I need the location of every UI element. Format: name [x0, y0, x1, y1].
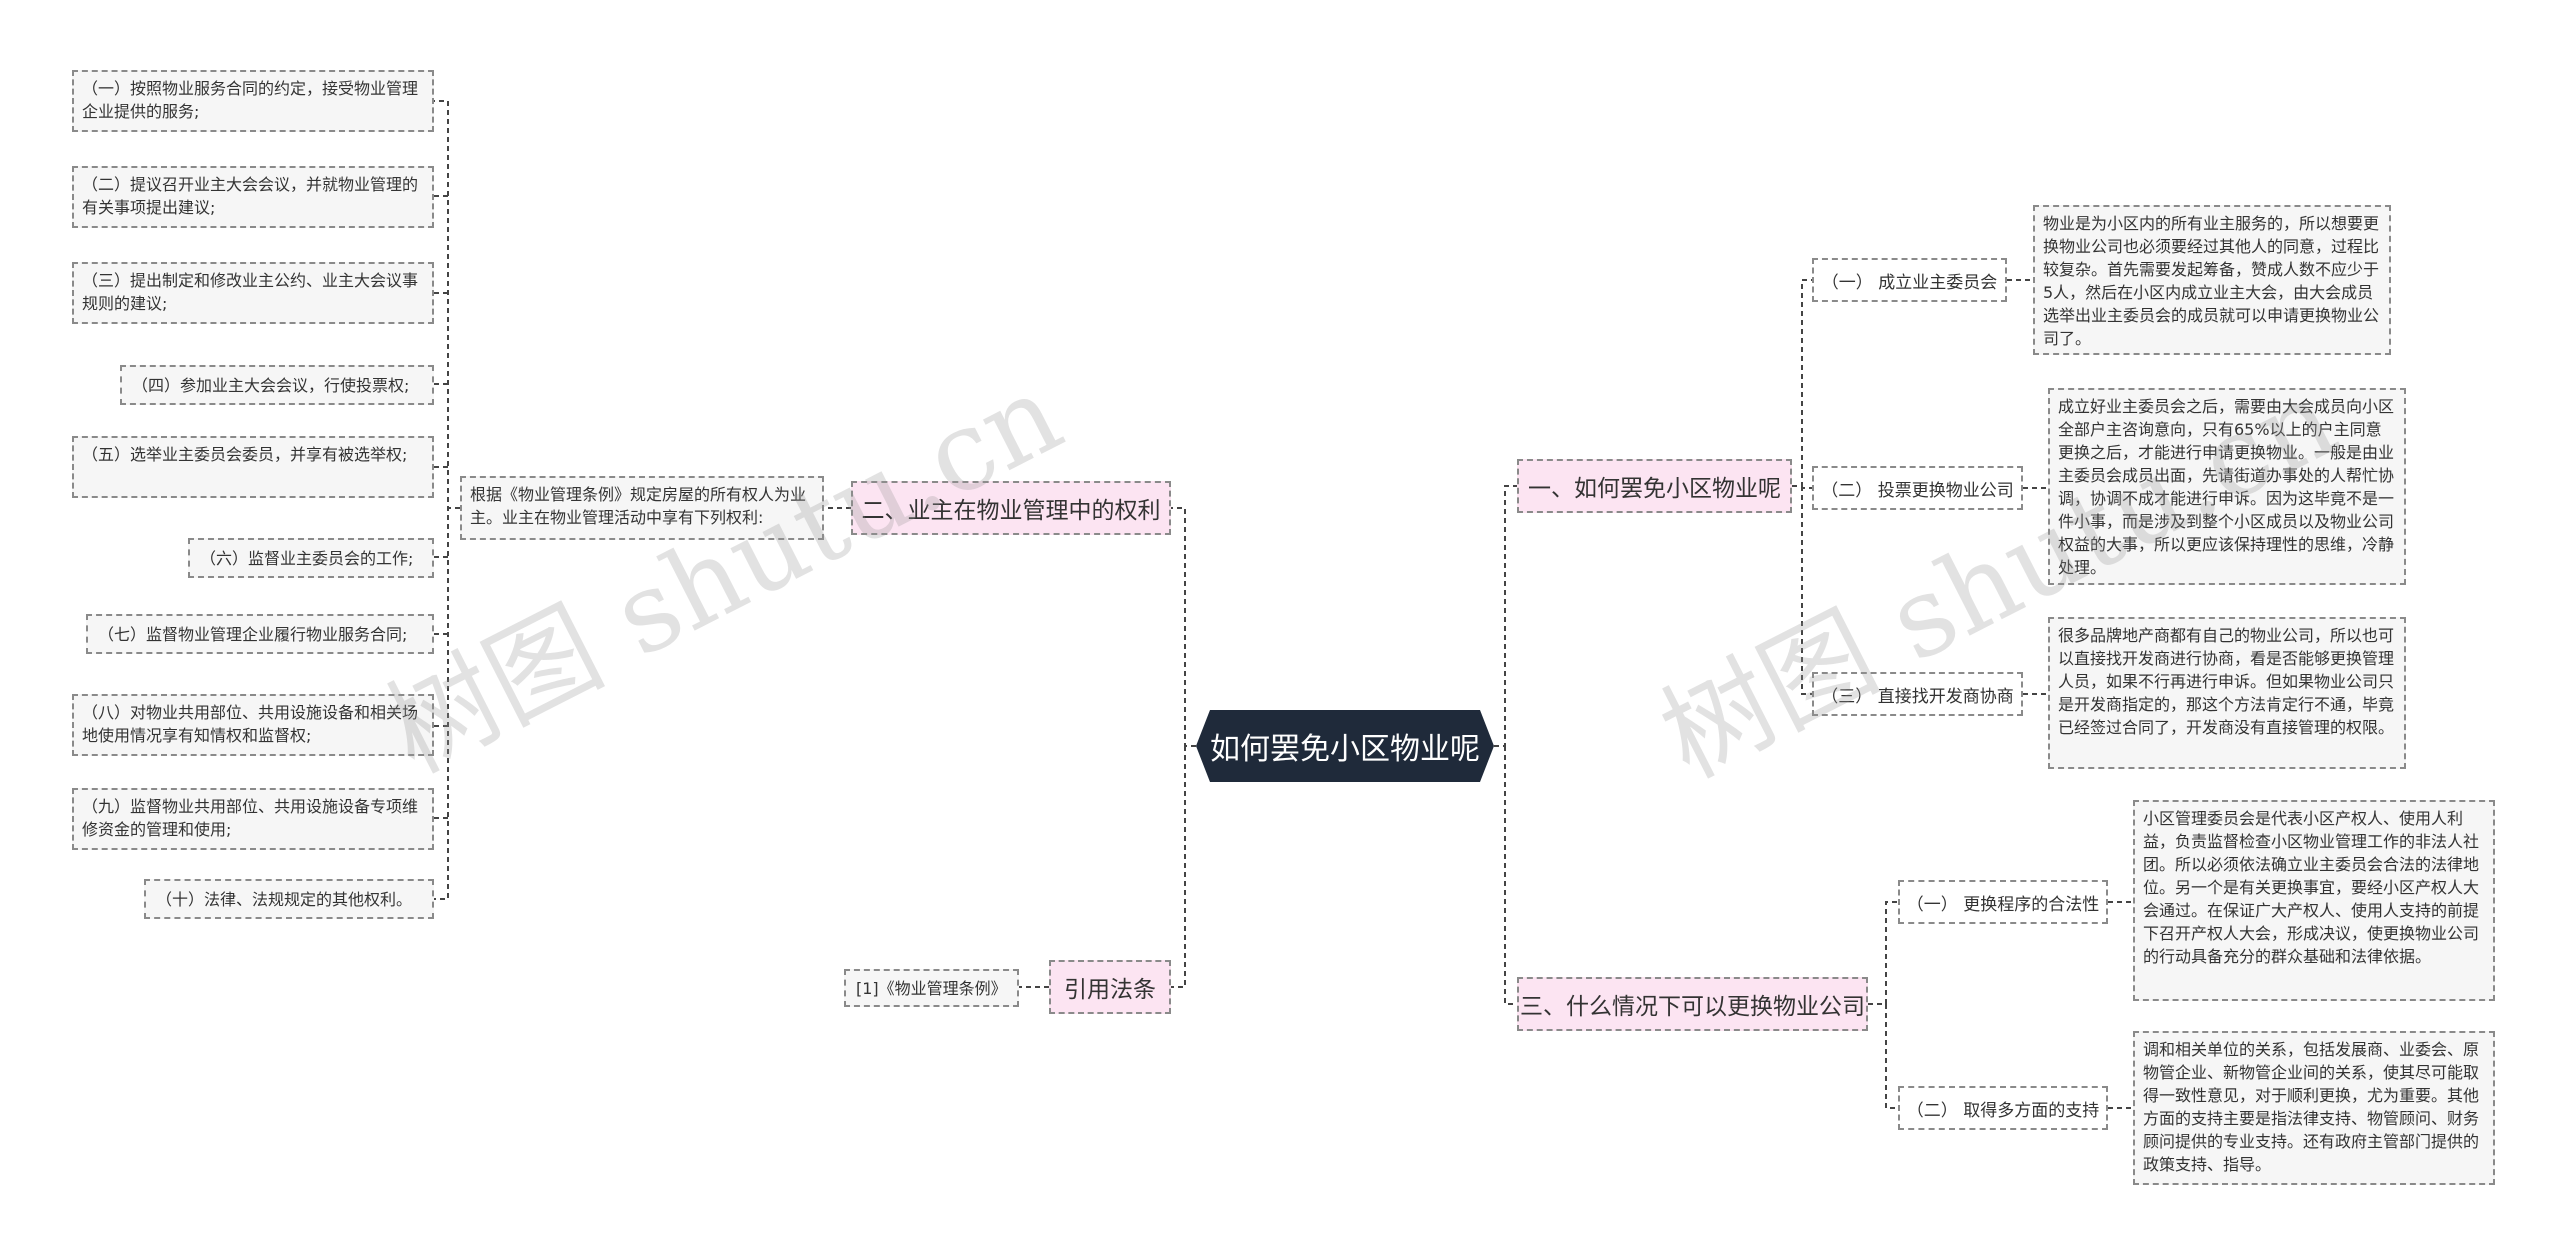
leaf-text: （二）提议召开业主大会会议，并就物业管理的有关事项提出建议; — [82, 175, 419, 217]
leaf-text: 根据《物业管理条例》规定房屋的所有权人为业主。业主在物业管理活动中享有下列权利: — [470, 485, 807, 527]
right-item-1: （一）按照物业服务合同的约定，接受物业管理企业提供的服务; — [72, 70, 434, 132]
right-item-2: （二）提议召开业主大会会议，并就物业管理的有关事项提出建议; — [72, 166, 434, 228]
subtopic-label: （一） 更换程序的合法性 — [1906, 894, 2100, 915]
leaf-text: （三）提出制定和修改业主公约、业主大会议事规则的建议; — [82, 271, 419, 313]
branch-when-replace[interactable]: 三、什么情况下可以更换物业公司 — [1517, 977, 1868, 1031]
leaf-text: 调和相关单位的关系，包括发展商、业委会、原物管企业、新物管企业间的关系，使其尽可… — [2143, 1040, 2480, 1174]
right-item-6: （六）监督业主委员会的工作; — [188, 538, 434, 578]
leaf-text: （一）按照物业服务合同的约定，接受物业管理企业提供的服务; — [82, 79, 419, 121]
leaf-text: （九）监督物业共用部位、共用设施设备专项维修资金的管理和使用; — [82, 797, 419, 839]
subtopic-label: （一） 成立业主委员会 — [1821, 272, 1998, 293]
leaf-text: （八）对物业共用部位、共用设施设备和相关场地使用情况享有知情权和监督权; — [82, 703, 419, 745]
text-rights-intro: 根据《物业管理条例》规定房屋的所有权人为业主。业主在物业管理活动中享有下列权利: — [460, 476, 824, 540]
leaf-text: （四）参加业主大会会议，行使投票权; — [132, 375, 410, 395]
subtopic-label: （三） 直接找开发商协商 — [1821, 686, 2014, 707]
subtopic-label: （二） 取得多方面的支持 — [1906, 1100, 2100, 1121]
leaf-text: （十）法律、法规规定的其他权利。 — [156, 889, 413, 909]
leaf-text: 小区管理委员会是代表小区产权人、使用人利益，负责监督检查小区物业管理工作的非法人… — [2143, 809, 2480, 966]
text-legality: 小区管理委员会是代表小区产权人、使用人利益，负责监督检查小区物业管理工作的非法人… — [2133, 800, 2495, 1001]
branch-label: 一、如何罢免小区物业呢 — [1528, 476, 1781, 502]
root-topic[interactable]: 如何罢免小区物业呢 — [1196, 710, 1494, 782]
subtopic-form-committee[interactable]: （一） 成立业主委员会 — [1812, 258, 2007, 302]
right-item-9: （九）监督物业共用部位、共用设施设备专项维修资金的管理和使用; — [72, 788, 434, 850]
right-item-8: （八）对物业共用部位、共用设施设备和相关场地使用情况享有知情权和监督权; — [72, 694, 434, 756]
right-item-4: （四）参加业主大会会议，行使投票权; — [120, 365, 434, 405]
branch-label: 引用法条 — [1064, 977, 1156, 1003]
subtopic-label: （二） 投票更换物业公司 — [1821, 480, 2014, 501]
subtopic-vote-replace[interactable]: （二） 投票更换物业公司 — [1812, 466, 2023, 510]
leaf-text: 物业是为小区内的所有业主服务的，所以想要更换物业公司也必须要经过其他人的同意，过… — [2043, 214, 2380, 348]
subtopic-support[interactable]: （二） 取得多方面的支持 — [1898, 1086, 2108, 1130]
leaf-text: [1]《物业管理条例》 — [856, 978, 1007, 998]
text-support: 调和相关单位的关系，包括发展商、业委会、原物管企业、新物管企业间的关系，使其尽可… — [2133, 1031, 2495, 1185]
text-negotiate-developer: 很多品牌地产商都有自己的物业公司，所以也可以直接找开发商进行协商，看是否能够更换… — [2048, 617, 2406, 769]
leaf-text: （六）监督业主委员会的工作; — [200, 548, 414, 568]
right-item-7: （七）监督物业管理企业履行物业服务合同; — [86, 614, 434, 654]
branch-owner-rights[interactable]: 二、业主在物业管理中的权利 — [851, 481, 1171, 535]
branch-label: 二、业主在物业管理中的权利 — [861, 498, 1161, 524]
root-topic-label: 如何罢免小区物业呢 — [1210, 732, 1480, 767]
branch-label: 三、什么情况下可以更换物业公司 — [1520, 994, 1865, 1020]
leaf-text: 成立好业主委员会之后，需要由大会成员向小区全部户主咨询意向，只有65%以上的户主… — [2058, 397, 2395, 577]
leaf-text: （五）选举业主委员会委员，并享有被选举权; — [82, 445, 408, 464]
branch-how-to-dismiss[interactable]: 一、如何罢免小区物业呢 — [1517, 459, 1792, 513]
branch-cited-laws[interactable]: 引用法条 — [1049, 960, 1171, 1014]
leaf-text: （七）监督物业管理企业履行物业服务合同; — [98, 624, 408, 644]
text-vote-replace: 成立好业主委员会之后，需要由大会成员向小区全部户主咨询意向，只有65%以上的户主… — [2048, 388, 2406, 585]
right-item-3: （三）提出制定和修改业主公约、业主大会议事规则的建议; — [72, 262, 434, 324]
cited-law-item: [1]《物业管理条例》 — [844, 969, 1019, 1007]
leaf-text: 很多品牌地产商都有自己的物业公司，所以也可以直接找开发商进行协商，看是否能够更换… — [2058, 626, 2395, 737]
text-form-committee: 物业是为小区内的所有业主服务的，所以想要更换物业公司也必须要经过其他人的同意，过… — [2033, 205, 2391, 355]
right-item-5: （五）选举业主委员会委员，并享有被选举权; — [72, 436, 434, 498]
subtopic-negotiate-developer[interactable]: （三） 直接找开发商协商 — [1812, 672, 2023, 716]
right-item-10: （十）法律、法规规定的其他权利。 — [144, 879, 434, 919]
subtopic-legality[interactable]: （一） 更换程序的合法性 — [1898, 880, 2108, 924]
